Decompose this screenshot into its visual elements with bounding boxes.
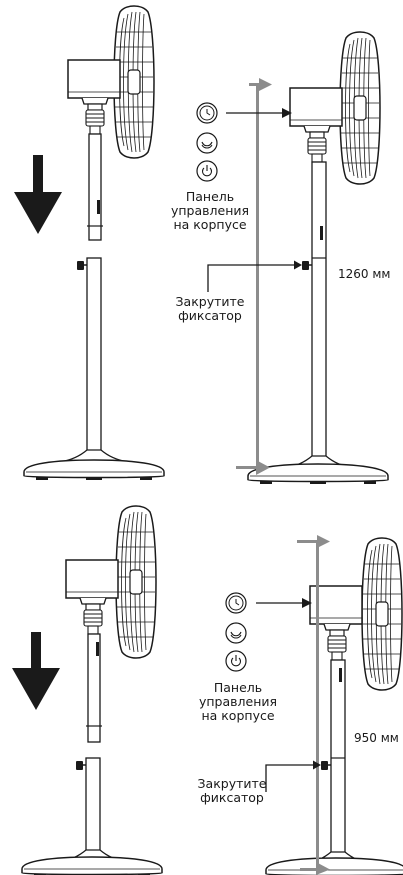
top-right-assembled-fan bbox=[196, 31, 389, 485]
pointer-arrow-icon bbox=[313, 760, 321, 770]
top-left-exploded-fan bbox=[14, 5, 165, 481]
down-arrow-icon bbox=[12, 632, 60, 710]
pointer-arrow-icon bbox=[282, 108, 292, 118]
fan-base bbox=[265, 857, 403, 875]
control-panel-label-line: управления bbox=[198, 694, 278, 709]
power-icon bbox=[225, 650, 247, 672]
lock-label-line: фиксатор bbox=[178, 308, 242, 323]
lock-label-line: фиксатор bbox=[200, 790, 264, 805]
height-label: 950 мм bbox=[354, 731, 399, 745]
height-arrow-top-icon bbox=[259, 78, 272, 91]
height-dimension-line bbox=[316, 543, 319, 869]
height-label: 1260 мм bbox=[338, 267, 391, 281]
fan-guard bbox=[339, 31, 381, 185]
fan-guard bbox=[361, 537, 403, 691]
fan-base bbox=[21, 856, 163, 875]
pole bbox=[330, 659, 346, 861]
fan-base bbox=[23, 459, 165, 481]
lock-knob bbox=[321, 761, 328, 770]
pointer-arrow-icon bbox=[302, 598, 312, 608]
control-panel-label-line: на корпусе bbox=[201, 708, 275, 723]
control-panel-label-line: Панель bbox=[185, 189, 235, 204]
upper-pole bbox=[87, 633, 101, 743]
fan-motor-head bbox=[65, 559, 119, 635]
bottom-left-exploded-fan bbox=[12, 505, 163, 875]
control-panel-label-line: Панель bbox=[213, 680, 263, 695]
upper-pole bbox=[88, 133, 102, 241]
lock-label: Закрутите фиксатор bbox=[192, 777, 272, 805]
bottom-right-assembled-fan bbox=[225, 535, 403, 875]
control-panel-label: Панель управления на корпусе bbox=[168, 190, 252, 232]
lock-label: Закрутите фиксатор bbox=[170, 295, 250, 323]
height-arrow-top-icon bbox=[317, 535, 330, 548]
lock-label-line: Закрутите bbox=[197, 776, 267, 791]
control-panel-label-line: на корпусе bbox=[173, 217, 247, 232]
pointer-arrow-icon bbox=[294, 260, 302, 270]
height-arrow-bottom-icon bbox=[256, 460, 270, 475]
fan-guard bbox=[115, 505, 157, 659]
control-panel-label: Панель управления на корпусе bbox=[198, 681, 278, 723]
timer-icon bbox=[225, 592, 247, 614]
lock-knob bbox=[76, 761, 83, 770]
lock-knob bbox=[302, 261, 309, 270]
fan-motor-head bbox=[67, 59, 121, 135]
lock-label-line: Закрутите bbox=[175, 294, 245, 309]
mode-icon bbox=[225, 622, 247, 644]
lower-pole bbox=[86, 257, 102, 457]
pole bbox=[311, 161, 327, 463]
lower-pole bbox=[85, 757, 101, 857]
height-dimension-line bbox=[256, 86, 259, 466]
mode-icon bbox=[196, 132, 218, 154]
height-arrow-bottom-icon bbox=[316, 862, 330, 875]
power-icon bbox=[196, 160, 218, 182]
down-arrow-icon bbox=[14, 155, 62, 234]
fan-motor-head bbox=[289, 87, 343, 163]
control-panel-label-line: управления bbox=[170, 203, 250, 218]
lock-knob bbox=[77, 261, 84, 270]
timer-icon bbox=[196, 102, 218, 124]
